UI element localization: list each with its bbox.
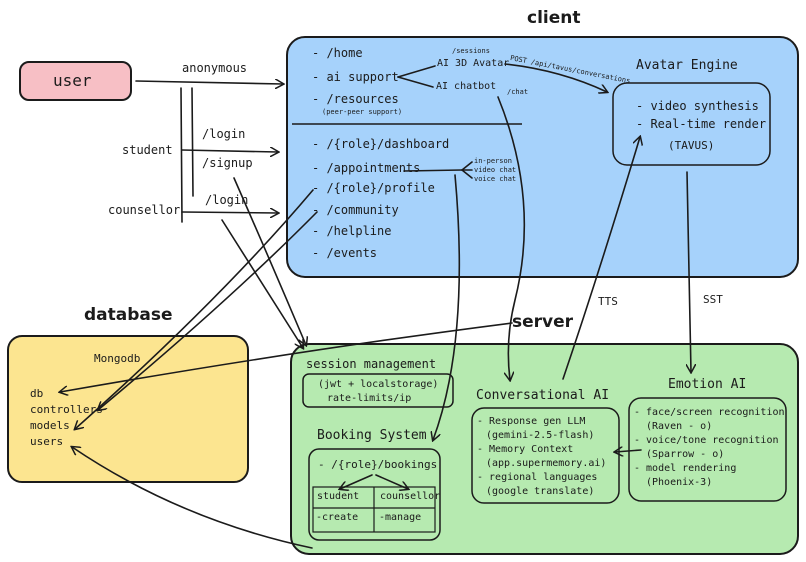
route-helpline: - /helpline: [312, 224, 392, 238]
db-item-db: db: [30, 387, 44, 400]
avatar-engine-box: [612, 82, 771, 166]
db-item-controllers: controllers: [30, 403, 103, 416]
emotion-ai-item-2: (Raven - o): [646, 421, 713, 432]
conversational-ai-item-4: (app.supermemory.ai): [486, 458, 607, 469]
route-login-counsellor: /login: [205, 193, 249, 207]
booking-action-manage: -manage: [379, 512, 422, 523]
avatar-engine-provider: (TAVUS): [668, 139, 715, 152]
appointments-fan-1: [461, 161, 473, 171]
booking-box: [308, 448, 441, 541]
chatbot-to-conversational-arrow: [497, 96, 526, 380]
emotion-ai-item-3: - voice/tone recognition: [634, 435, 779, 446]
chat-endpoint: /chat: [507, 88, 529, 96]
student-to-login-arrow: [181, 150, 278, 152]
route-community: - /community: [312, 203, 399, 217]
role-student: student: [122, 143, 173, 157]
avatar-to-engine-arrow: [504, 63, 607, 92]
conversational-ai-item-3: - Memory Context: [477, 444, 574, 455]
db-item-models: models: [30, 419, 70, 432]
avatar-engine-item-2: - Real-time render: [636, 117, 767, 131]
role-anonymous: anonymous: [182, 61, 248, 75]
conversational-ai-item-5: - regional languages: [477, 472, 598, 483]
counsellor-to-login-arrow: [181, 212, 278, 213]
session-detail-1: (jwt + localstorage): [318, 379, 439, 390]
booking-col-student: student: [317, 491, 360, 502]
user-label: user: [53, 71, 92, 90]
route-appointments: - /appointments: [312, 161, 421, 175]
server-heading: server: [512, 312, 574, 332]
user-trunk-line: [180, 87, 183, 223]
appointment-type-voice: voice chat: [474, 175, 517, 183]
bookings-fan-left: [340, 474, 373, 489]
route-profile: - /{role}/profile: [312, 181, 435, 195]
route-signup: /signup: [202, 156, 253, 170]
emotion-ai-item-6: (Phoenix-3): [646, 477, 713, 488]
emotion-ai-box: [628, 397, 787, 502]
appointment-type-video: video chat: [474, 166, 517, 174]
session-title: session management: [306, 357, 437, 371]
avatar-engine-title: Avatar Engine: [636, 58, 738, 73]
database-engine: Mongodb: [94, 352, 141, 365]
route-login-student: /login: [202, 127, 246, 141]
client-heading: client: [527, 8, 581, 28]
tts-arrow: [562, 137, 640, 380]
ai-support-fan-top: [397, 65, 436, 78]
profile-to-models-arrow: [75, 189, 314, 429]
student-trunk: [191, 87, 194, 197]
route-dashboard: - /{role}/dashboard: [312, 137, 450, 151]
conversational-ai-item-6: (google translate): [486, 486, 595, 497]
emotion-ai-item-4: (Sparrow - o): [646, 449, 725, 460]
role-counsellor: counsellor: [108, 203, 181, 217]
appointments-fan-3: [461, 169, 473, 179]
session-to-db-arrow: [60, 322, 513, 392]
booking-title: Booking System: [317, 428, 427, 443]
route-ai-support: - ai support: [312, 70, 399, 84]
session-box: [302, 373, 454, 408]
booking-col-counsellor: counsellor: [380, 491, 441, 502]
booking-action-create: -create: [316, 512, 359, 523]
signup-to-session-arrow: [233, 177, 306, 345]
emotion-ai-item-5: - model rendering: [634, 463, 737, 474]
database-region: [7, 335, 249, 483]
appointments-line: [403, 169, 463, 172]
tts-label: TTS: [598, 295, 618, 308]
resources-note: (peer-peer support): [322, 108, 403, 116]
community-to-controllers-arrow: [98, 211, 318, 410]
route-resources: - /resources: [312, 92, 399, 106]
user-box: [19, 61, 132, 101]
route-events: - /events: [312, 246, 378, 260]
sst-label: SST: [703, 293, 723, 306]
avatar-engine-item-1: - video synthesis: [636, 99, 759, 113]
login-to-session-arrow: [221, 219, 303, 348]
sst-arrow: [687, 171, 691, 372]
route-home: - /home: [312, 46, 363, 60]
booking-to-users-arrow: [72, 447, 313, 549]
conversational-ai-item-1: - Response gen LLM: [477, 416, 586, 427]
emotion-to-conversational-arrow: [615, 450, 642, 452]
appointment-type-in-person: in-person: [474, 157, 512, 165]
appointments-to-booking-arrow: [433, 174, 461, 440]
client-region: [286, 36, 799, 278]
emotion-ai-title: Emotion AI: [668, 377, 747, 392]
conversational-ai-item-2: (gemini-2.5-flash): [486, 430, 595, 441]
database-heading: database: [84, 305, 173, 325]
db-item-users: users: [30, 435, 64, 448]
sessions-link: /sessions: [452, 47, 490, 55]
avatar-link: AI 3D Avatar: [437, 58, 510, 69]
bookings-fan-right: [375, 474, 408, 489]
emotion-ai-item-1: - face/screen recognition: [634, 407, 785, 418]
session-detail-2: rate-limits/ip: [327, 393, 412, 404]
conversational-ai-title: Conversational AI: [476, 388, 610, 403]
ai-support-fan-bottom: [397, 76, 434, 88]
chatbot-link: AI chatbot: [436, 81, 497, 92]
user-to-anonymous-arrow: [135, 81, 283, 84]
booking-route: - /{role}/bookings: [318, 458, 438, 471]
